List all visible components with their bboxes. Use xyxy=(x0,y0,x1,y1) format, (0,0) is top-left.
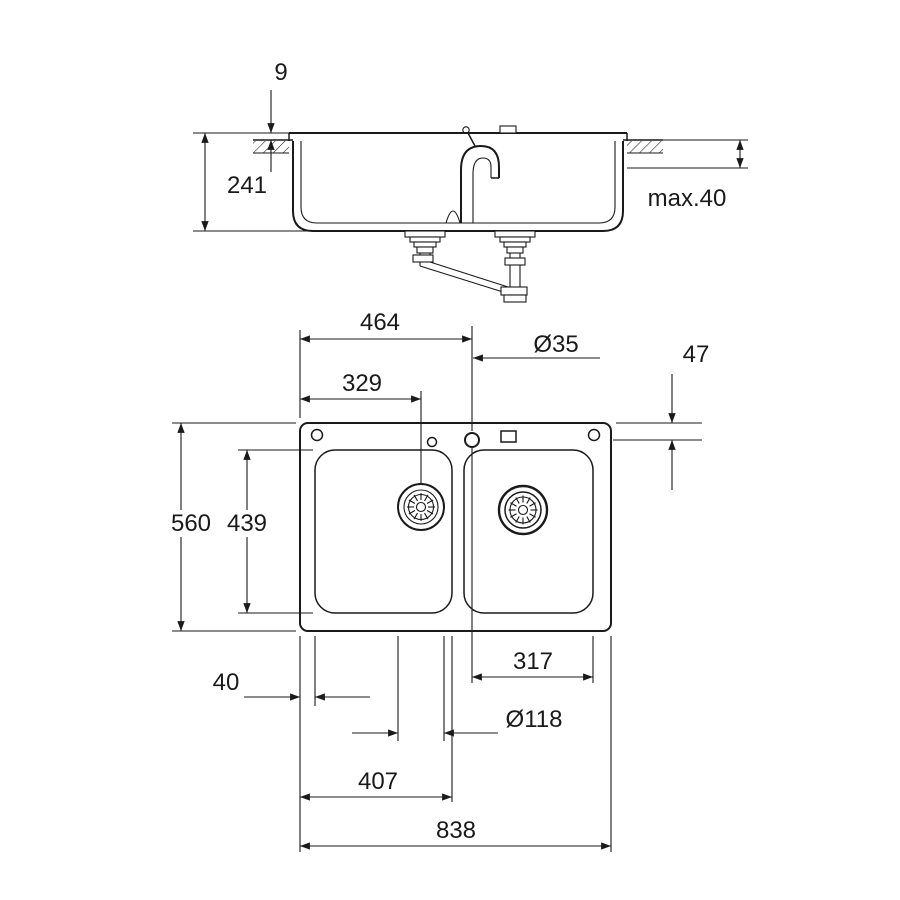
countertop-hatch-left xyxy=(253,139,293,154)
dimension-overall-depth-label: 560 xyxy=(171,510,211,537)
dimension-left-drain-offset: 329 xyxy=(300,370,422,484)
right-bowl xyxy=(463,449,594,614)
dimension-edge-margin: 40 xyxy=(213,636,370,852)
dimension-overall-depth: 560 xyxy=(167,422,296,632)
dimension-rim-height-label: 9 xyxy=(274,59,287,86)
dimension-faucet-offset-y: 47 xyxy=(613,341,709,490)
dimension-right-bowl-width-label: 317 xyxy=(513,648,553,675)
sink-section-outline xyxy=(288,125,628,232)
dimension-overall-width-label: 838 xyxy=(436,817,476,844)
dimension-faucet-offset-y-label: 47 xyxy=(683,341,710,368)
dimension-overall-width: 838 xyxy=(300,636,612,852)
dimension-bowl-inner-depth: 439 xyxy=(223,449,313,614)
dimension-left-bowl-width: 407 xyxy=(300,636,453,802)
dimension-left-drain-offset-label: 329 xyxy=(342,370,382,397)
sink-outer-rim xyxy=(299,422,612,632)
right-drain-strainer xyxy=(497,484,549,536)
accessory-hole xyxy=(500,430,517,443)
dimension-drain-diameter: Ø118 xyxy=(352,636,562,741)
dimension-edge-margin-label: 40 xyxy=(213,669,240,696)
plan-view: 464 Ø35 47 329 560 xyxy=(167,309,709,852)
dimension-bowl-depth: 241 xyxy=(193,133,311,232)
dimension-bowl-inner-depth-label: 439 xyxy=(227,510,267,537)
dimension-right-bowl-width: 317 xyxy=(471,448,594,683)
mounting-hole-center-left xyxy=(426,436,438,448)
mounting-hole-left xyxy=(310,428,324,442)
dimension-bowl-depth-label: 241 xyxy=(227,172,267,199)
dimension-drain-diameter-label: Ø118 xyxy=(506,706,563,733)
section-view: 9 241 max.40 xyxy=(193,59,748,303)
dimension-left-bowl-width-label: 407 xyxy=(358,768,398,795)
dimension-rim-height: 9 xyxy=(193,59,289,172)
mounting-hole-right xyxy=(587,428,601,442)
dimension-faucet-offset-x: 464 xyxy=(299,309,473,431)
dimension-faucet-hole-diameter: Ø35 xyxy=(473,331,600,362)
drain-trap-assembly xyxy=(404,230,536,303)
dimension-counter-thickness-label: max.40 xyxy=(648,185,727,212)
faucet-hole xyxy=(464,432,480,448)
faucet-profile xyxy=(460,126,500,223)
tap-hole-cover xyxy=(499,125,517,134)
dimension-counter-thickness: max.40 xyxy=(627,139,748,212)
left-bowl xyxy=(314,449,453,614)
dimension-faucet-hole-diameter-label: Ø35 xyxy=(533,331,578,358)
dimension-faucet-offset-x-label: 464 xyxy=(360,309,400,336)
countertop-hatch-right xyxy=(623,139,663,154)
